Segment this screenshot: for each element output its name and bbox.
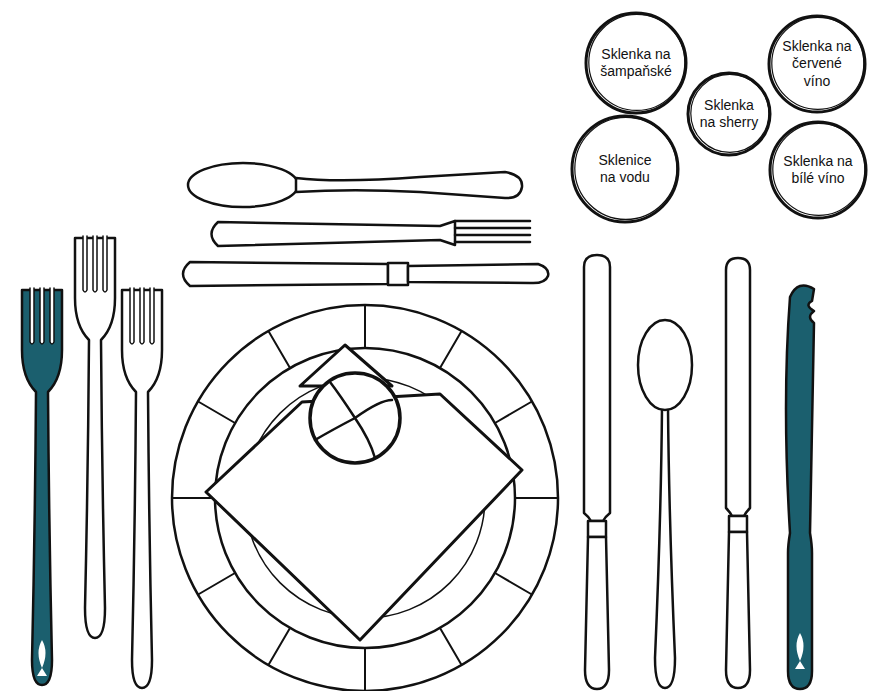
dinner-fork bbox=[75, 236, 115, 638]
spoon-bowl bbox=[188, 163, 298, 207]
glass-circle: Sklenka na červené víno bbox=[767, 14, 867, 114]
salad-fork-slots bbox=[130, 288, 154, 344]
glass-label: Sklenka na šampaňské bbox=[596, 46, 676, 81]
dinner-fork-body bbox=[75, 238, 115, 638]
glass-circle: Sklenka na sherry bbox=[686, 71, 772, 157]
dinner-fork-slots bbox=[83, 236, 107, 292]
plate-rim bbox=[172, 305, 558, 691]
fork-tines bbox=[455, 221, 530, 242]
glass-rim-inner bbox=[772, 17, 864, 109]
salad-fork-body bbox=[122, 290, 162, 688]
fish-fork-slots bbox=[30, 288, 54, 344]
plate-scallops bbox=[173, 306, 557, 690]
bread-roll-swirl bbox=[315, 382, 392, 458]
glass-label: Sklenka na červené víno bbox=[782, 38, 852, 91]
glass-circle: Sklenka na bílé víno bbox=[768, 120, 868, 220]
salad-knife-bolster bbox=[729, 516, 747, 532]
salad-knife-handle bbox=[726, 532, 750, 688]
glass-circle: Sklenice na vodu bbox=[570, 114, 680, 224]
soup-spoon bbox=[638, 320, 692, 688]
salad-knife-blade bbox=[726, 258, 750, 516]
glass-rim-inner bbox=[773, 123, 865, 215]
knife-bolster bbox=[388, 263, 408, 285]
salad-fork bbox=[122, 288, 162, 688]
fish-fork bbox=[22, 288, 62, 685]
glass-rim bbox=[572, 116, 678, 222]
salad-knife bbox=[726, 258, 750, 688]
glass-rim bbox=[770, 122, 866, 218]
bread-roll bbox=[310, 373, 400, 463]
fish-knife bbox=[786, 285, 814, 689]
glass-rim-inner bbox=[589, 14, 685, 110]
soup-spoon-bowl bbox=[638, 320, 692, 410]
spoon-handle bbox=[296, 172, 522, 198]
glass-rim-inner bbox=[575, 117, 677, 219]
dinner-knife-bolster bbox=[588, 521, 606, 537]
glass-rim bbox=[769, 16, 865, 112]
glass-circle: Sklenka na šampaňské bbox=[584, 11, 688, 115]
fish-emblem bbox=[37, 640, 47, 676]
soup-spoon-handle bbox=[655, 408, 675, 688]
fish-fork-body bbox=[22, 290, 62, 685]
knife-handle bbox=[183, 262, 388, 286]
knife-blade bbox=[408, 264, 548, 283]
glass-rim bbox=[586, 13, 686, 113]
glass-label: Sklenka na sherry bbox=[697, 97, 761, 132]
fish-knife-body bbox=[786, 285, 814, 689]
dinner-knife bbox=[584, 255, 610, 689]
fish-emblem bbox=[795, 633, 805, 669]
glass-label: Sklenka na bílé víno bbox=[783, 153, 853, 188]
dinner-knife-blade bbox=[584, 255, 610, 521]
glass-rim-inner bbox=[691, 74, 769, 152]
glass-rim bbox=[688, 73, 770, 155]
glass-label: Sklenice na vodu bbox=[593, 152, 657, 187]
fork-handle bbox=[212, 221, 456, 246]
dinner-knife-handle bbox=[585, 537, 609, 689]
